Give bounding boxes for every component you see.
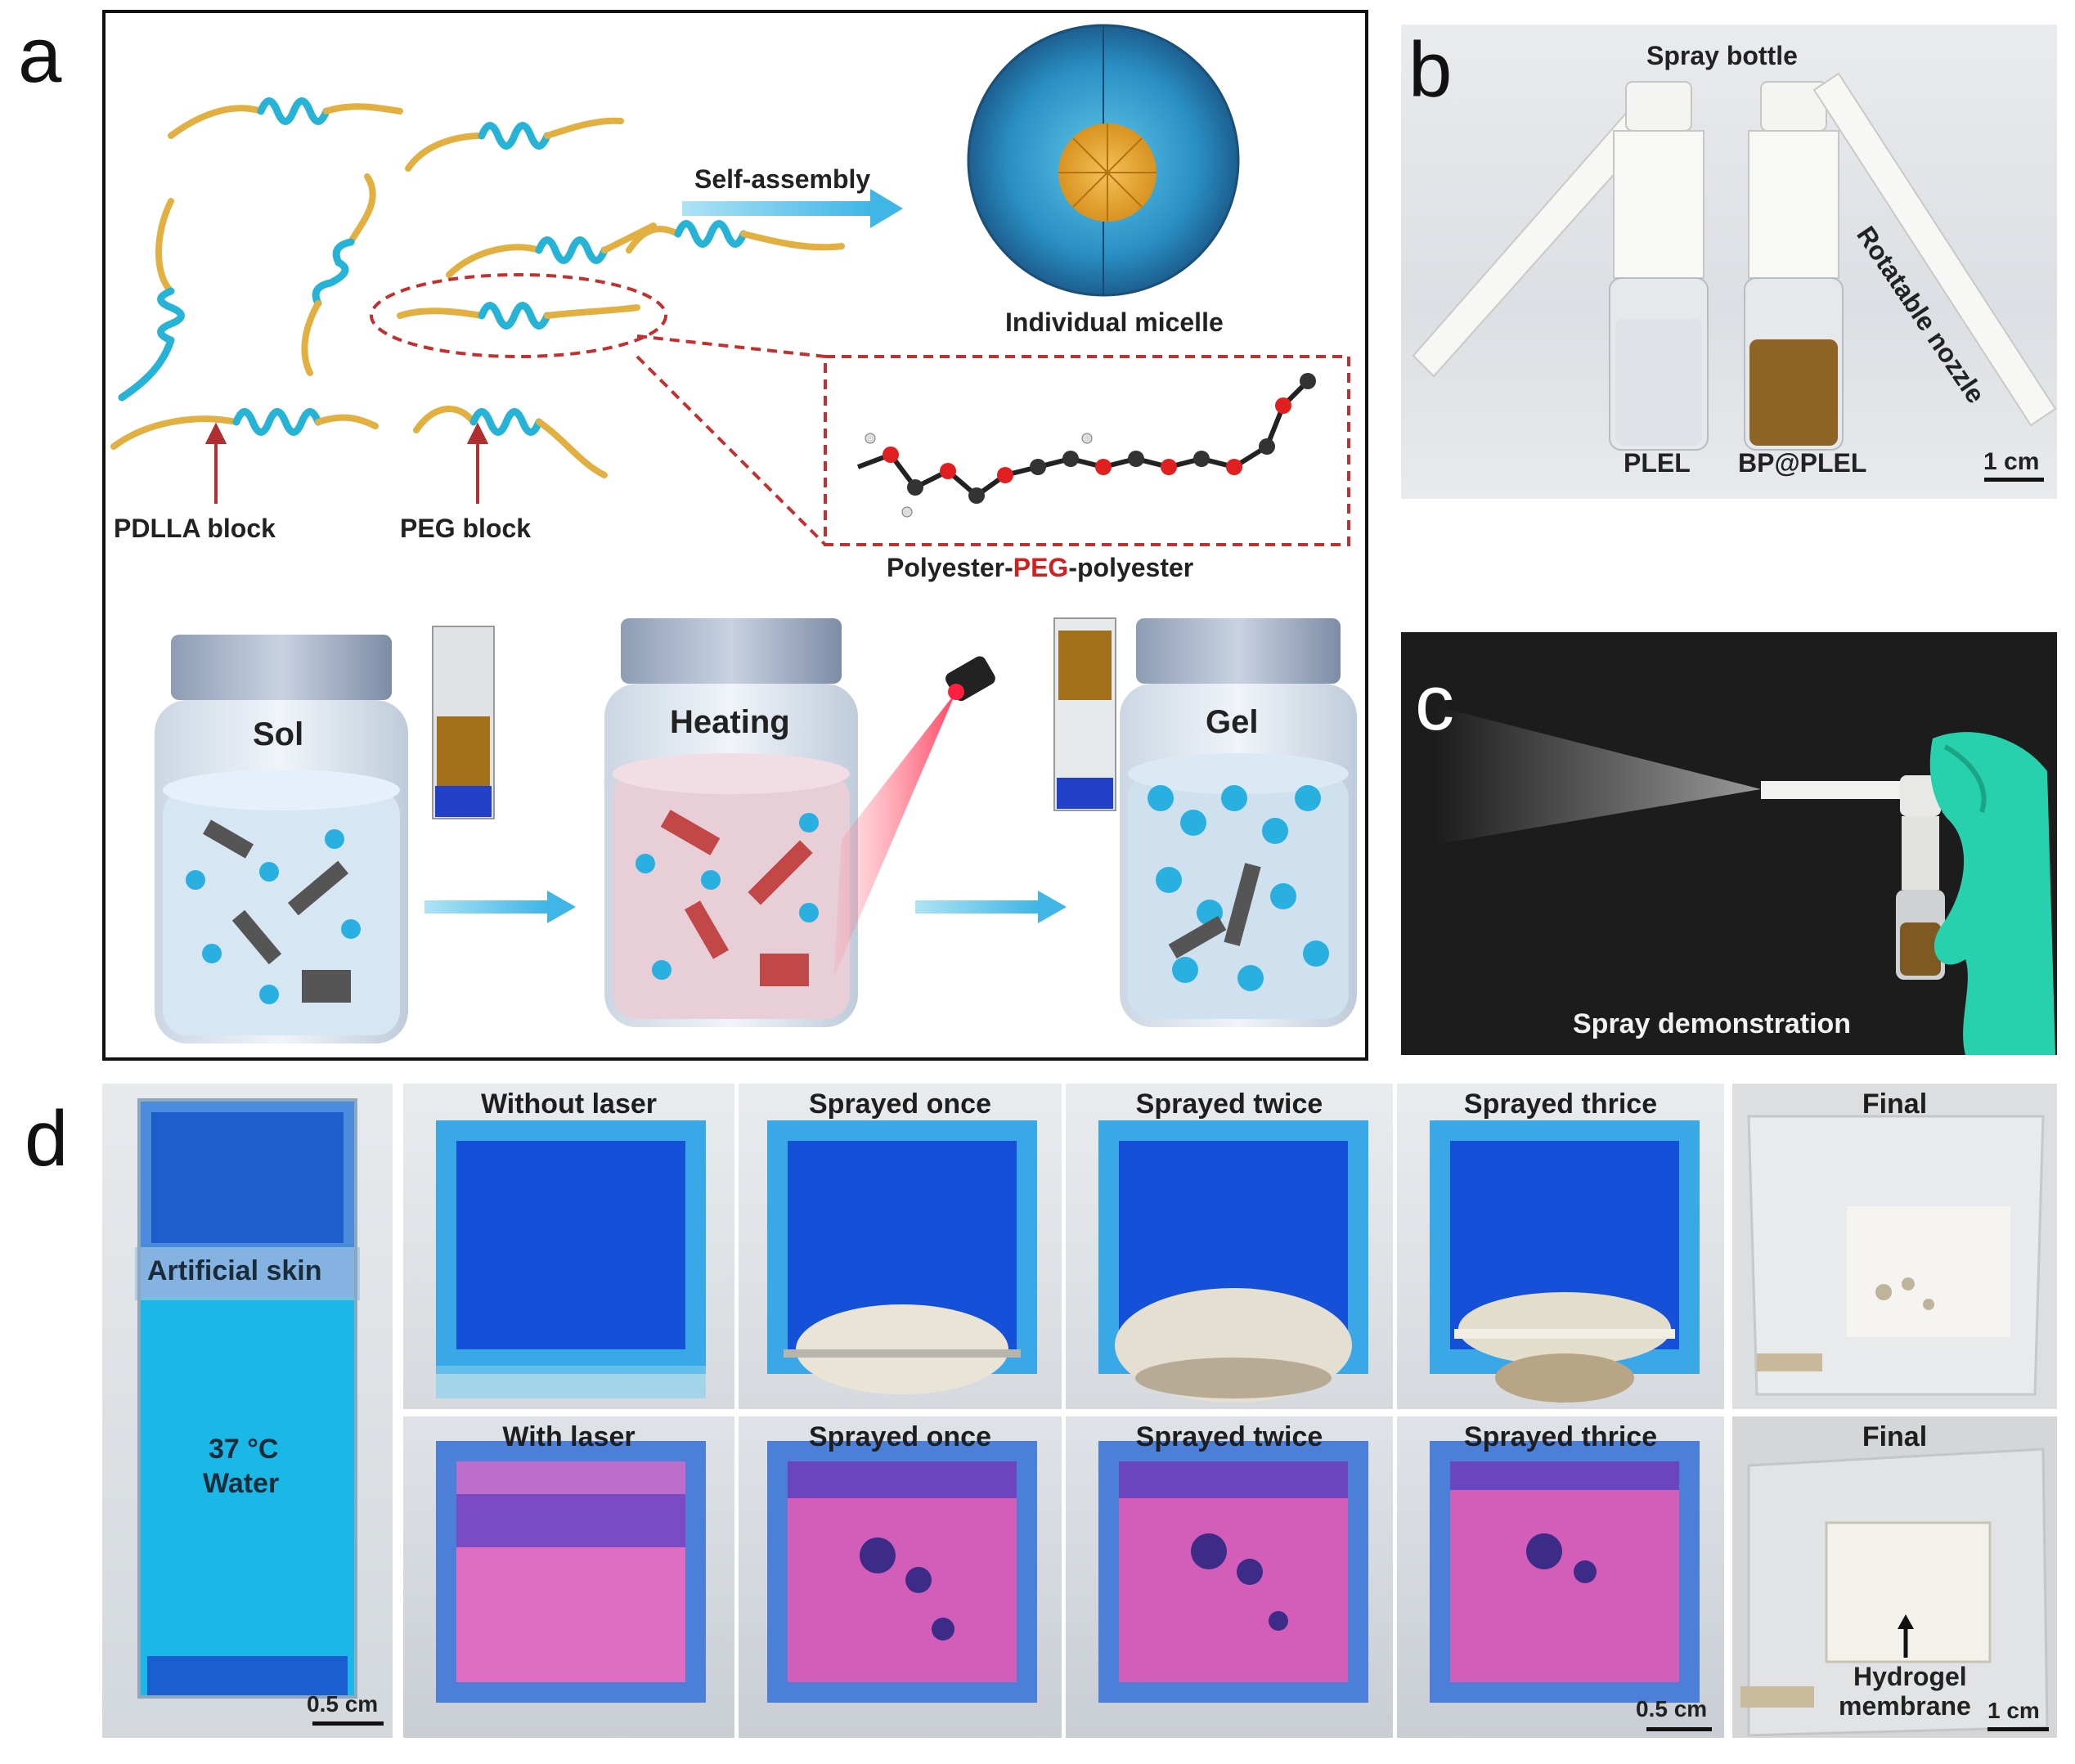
cell-illustration — [1430, 1441, 1700, 1703]
panel-d-label: d — [25, 1095, 69, 1183]
cell-sprayed-once-bottom: Sprayed once — [739, 1416, 1062, 1738]
panel-a-label: a — [18, 11, 62, 99]
cell-illustration — [767, 1441, 1037, 1703]
vial-gel — [1053, 617, 1116, 811]
cell-top-label-3: Sprayed twice — [1135, 1088, 1323, 1120]
polymer-suffix: -polyester — [1068, 553, 1194, 582]
cell-illustration — [436, 1120, 706, 1398]
cuvette-photo: Artificial skin 37 °C Water 0.5 cm — [102, 1084, 393, 1738]
water-label: Water — [203, 1468, 280, 1499]
cell-illustration — [1098, 1120, 1368, 1403]
cell-sprayed-thrice-bottom: Sprayed thrice 0.5 cm — [1397, 1416, 1724, 1738]
plel-label: PLEL — [1624, 448, 1691, 478]
sol-label: Sol — [253, 716, 304, 752]
block-arrows — [204, 422, 489, 504]
polymer-prefix: Polyester- — [887, 553, 1013, 582]
hydrogel-label-line1: Hydrogel — [1853, 1662, 1967, 1691]
spray-bottles-illustration — [1412, 72, 2057, 451]
dashed-ellipse — [370, 273, 667, 358]
cell-illustration — [767, 1120, 1037, 1394]
final-bottom-photo: Final Hydrogel membrane 1 cm — [1732, 1416, 2057, 1738]
panel-c-photo: Spray demonstration — [1401, 632, 2057, 1055]
final-bottom-label: Final — [1862, 1421, 1928, 1452]
cell-bottom-label-1: With laser — [502, 1421, 636, 1452]
final-top-label: Final — [1862, 1088, 1928, 1120]
polymer-chains — [110, 97, 845, 478]
laser-device-icon — [945, 656, 995, 702]
cell-without-laser: Without laser — [403, 1084, 734, 1409]
cell-illustration — [1430, 1120, 1700, 1403]
cell-top-label-2: Sprayed once — [809, 1088, 991, 1120]
final-illustration — [1747, 1115, 2045, 1396]
cell-top-label-1: Without laser — [480, 1088, 658, 1120]
peg-block-label: PEG block — [400, 514, 532, 543]
artificial-skin-label: Artificial skin — [147, 1255, 322, 1286]
micelle — [967, 24, 1240, 297]
final-scale-label: 1 cm — [1987, 1698, 2040, 1723]
cell-sprayed-thrice-top: Sprayed thrice — [1397, 1084, 1724, 1409]
panel-b-scale-bar — [1984, 478, 2044, 482]
cuvette-scale-bar — [312, 1721, 384, 1726]
cell-illustration — [1098, 1441, 1368, 1703]
self-assembly-label: Self-assembly — [694, 164, 871, 194]
hydrogel-label-line2: membrane — [1839, 1691, 1971, 1721]
final-scale-bar — [1987, 1727, 2049, 1731]
polymer-name-label: Polyester-PEG-polyester — [887, 553, 1193, 583]
heating-label: Heating — [670, 704, 790, 740]
gel-label: Gel — [1206, 704, 1259, 740]
self-assembly-arrow — [682, 201, 870, 216]
cells-scale-label: 0.5 cm — [1636, 1696, 1708, 1721]
cell-illustration — [436, 1441, 706, 1703]
individual-micelle-label: Individual micelle — [1005, 307, 1224, 337]
cell-bottom-label-2: Sprayed once — [809, 1421, 991, 1452]
panel-b-label: b — [1408, 26, 1453, 114]
cell-bottom-label-4: Sprayed thrice — [1463, 1421, 1658, 1452]
dashed-molecule-box — [824, 355, 1350, 546]
jar-sol — [155, 635, 408, 1044]
temperature-label: 37 °C — [209, 1434, 279, 1465]
pdlla-block-label: PDLLA block — [114, 514, 276, 543]
cuvette-scale-label: 0.5 cm — [307, 1691, 379, 1717]
panel-a-schematic — [110, 24, 1357, 1044]
molecule-atoms — [865, 373, 1316, 518]
process-arrows — [424, 891, 1067, 923]
jar-gel — [1120, 618, 1357, 1027]
cells-scale-bar — [1646, 1727, 1712, 1731]
final-top-photo: Final — [1732, 1084, 2057, 1409]
bp-plel-label: BP@PLEL — [1738, 448, 1867, 478]
cell-sprayed-once-top: Sprayed once — [739, 1084, 1062, 1409]
cell-with-laser: With laser — [403, 1416, 734, 1738]
cell-sprayed-twice-bottom: Sprayed twice — [1066, 1416, 1393, 1738]
cell-bottom-label-3: Sprayed twice — [1135, 1421, 1323, 1452]
spray-bottle-label: Spray bottle — [1646, 41, 1798, 70]
panel-c-label: c — [1415, 659, 1454, 747]
cell-sprayed-twice-top: Sprayed twice — [1066, 1084, 1393, 1409]
spray-demo-caption: Spray demonstration — [1573, 1008, 1852, 1039]
cuvette-illustration — [135, 1098, 360, 1699]
panel-b-photo: Spray bottle Rotatable nozzle PLEL BP@PL… — [1401, 25, 2057, 499]
panel-b-scale-label: 1 cm — [1983, 448, 2040, 475]
panel-a-frame: Self-assembly Individual micelle PDLLA b… — [102, 10, 1368, 1061]
polymer-peg: PEG — [1013, 553, 1069, 582]
spray-demo-illustration — [1434, 706, 2055, 1055]
cell-top-label-4: Sprayed thrice — [1463, 1088, 1658, 1120]
molecule-structure — [856, 379, 1310, 499]
final-illustration — [1740, 1448, 2049, 1737]
jar-heating — [604, 618, 995, 1027]
vial-sol — [432, 626, 495, 819]
